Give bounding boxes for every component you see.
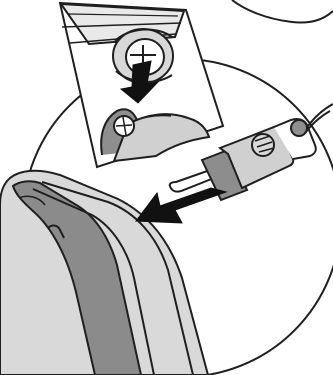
- top-right-callout-arc: [232, 0, 333, 23]
- plug-end-cap: [291, 120, 307, 136]
